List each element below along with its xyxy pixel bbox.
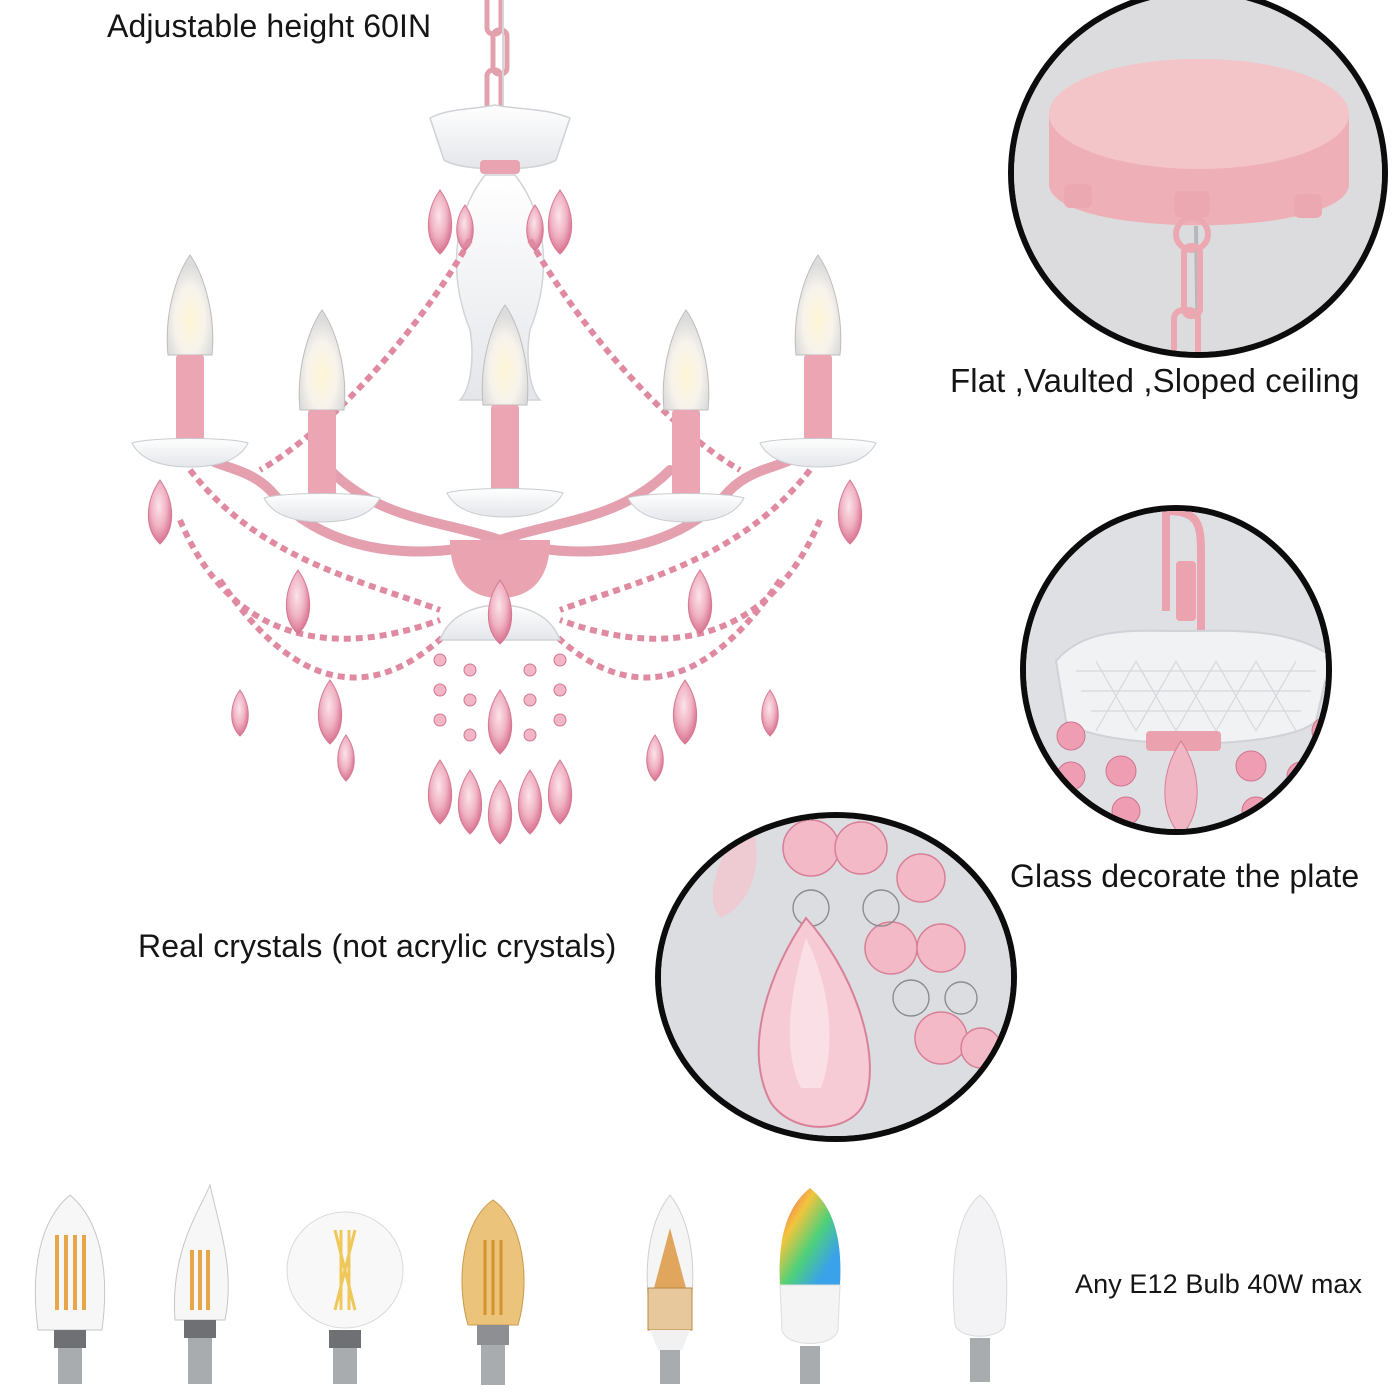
ceiling-canopy-detail (1008, 0, 1388, 358)
candle-3 (446, 304, 564, 518)
candle-1 (131, 254, 249, 468)
real-crystals-label: Real crystals (not acrylic crystals) (138, 928, 617, 964)
glass-plate-detail (1020, 505, 1332, 835)
white-led-bulb-icon (952, 1194, 1008, 1382)
crystal-drop-image (661, 818, 1011, 1136)
flame-tip-bulb-icon (173, 1183, 229, 1384)
amber-bulb-icon (461, 1199, 525, 1385)
glass-plate-label: Glass decorate the plate (1010, 858, 1360, 894)
chandelier-image (131, 0, 877, 845)
bulb-spec-label: Any E12 Bulb 40W max (1075, 1269, 1363, 1299)
compatible-bulbs-row (0, 1180, 1060, 1390)
candle-filament-bulb-icon (34, 1194, 106, 1384)
ceiling-canopy-image (1014, 0, 1382, 352)
corn-led-bulb-icon (646, 1194, 694, 1384)
adjustable-height-label: Adjustable height 60IN (107, 8, 432, 44)
ceiling-type-label: Flat ,Vaulted ,Sloped ceiling (950, 362, 1360, 399)
candle-5 (759, 254, 877, 468)
crystal-drop-detail (655, 812, 1017, 1142)
glass-plate-image (1026, 511, 1326, 829)
rgb-smart-bulb-icon (779, 1188, 841, 1384)
globe-bulb-icon (286, 1211, 404, 1384)
